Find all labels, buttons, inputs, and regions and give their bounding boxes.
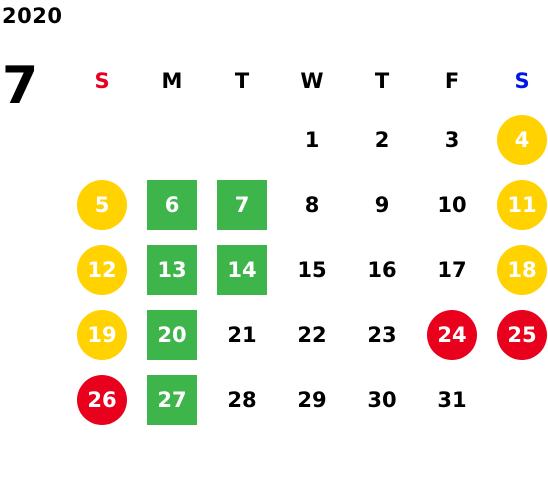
day-13[interactable]: 13 bbox=[147, 244, 197, 295]
day-cell: 13 bbox=[137, 237, 207, 302]
day-cell: 6 bbox=[137, 172, 207, 237]
day-cell: 15 bbox=[277, 237, 347, 302]
empty-cell bbox=[137, 107, 207, 172]
day-10[interactable]: 10 bbox=[437, 192, 467, 217]
weekday-header: T bbox=[374, 69, 390, 93]
day-cell: 17 bbox=[417, 237, 487, 302]
day-cell: 14 bbox=[207, 237, 277, 302]
day-4[interactable]: 4 bbox=[497, 114, 547, 165]
day-cell: 12 bbox=[67, 237, 137, 302]
day-cell: 31 bbox=[417, 367, 487, 432]
day-19[interactable]: 19 bbox=[77, 309, 127, 360]
day-7[interactable]: 7 bbox=[217, 179, 267, 230]
day-cell: 19 bbox=[67, 302, 137, 367]
weekday-header: S bbox=[94, 69, 110, 93]
day-2[interactable]: 2 bbox=[374, 127, 390, 152]
day-cell: 3 bbox=[417, 107, 487, 172]
day-cell: 22 bbox=[277, 302, 347, 367]
day-cell: 28 bbox=[207, 367, 277, 432]
day-17[interactable]: 17 bbox=[437, 257, 467, 282]
weekday-header: M bbox=[161, 69, 183, 93]
day-18[interactable]: 18 bbox=[497, 244, 547, 295]
weekday-header: T bbox=[234, 69, 250, 93]
day-cell: 21 bbox=[207, 302, 277, 367]
day-cell: 7 bbox=[207, 172, 277, 237]
day-29[interactable]: 29 bbox=[297, 387, 327, 412]
day-1[interactable]: 1 bbox=[304, 127, 320, 152]
day-22[interactable]: 22 bbox=[297, 322, 327, 347]
day-5[interactable]: 5 bbox=[77, 179, 127, 230]
day-9[interactable]: 9 bbox=[374, 192, 390, 217]
day-cell: 11 bbox=[487, 172, 548, 237]
weekday-header: S bbox=[514, 69, 530, 93]
day-cell: 16 bbox=[347, 237, 417, 302]
day-cell: 20 bbox=[137, 302, 207, 367]
day-cell: 26 bbox=[67, 367, 137, 432]
day-27[interactable]: 27 bbox=[147, 374, 197, 425]
day-26[interactable]: 26 bbox=[77, 374, 127, 425]
day-3[interactable]: 3 bbox=[444, 127, 460, 152]
weekday-header: F bbox=[444, 69, 460, 93]
day-cell: 18 bbox=[487, 237, 548, 302]
day-cell: 27 bbox=[137, 367, 207, 432]
day-cell: 10 bbox=[417, 172, 487, 237]
weekday-header: W bbox=[300, 69, 324, 93]
day-23[interactable]: 23 bbox=[367, 322, 397, 347]
day-cell: 8 bbox=[277, 172, 347, 237]
day-6[interactable]: 6 bbox=[147, 179, 197, 230]
day-cell: 29 bbox=[277, 367, 347, 432]
calendar-month: 7 bbox=[2, 56, 39, 116]
day-8[interactable]: 8 bbox=[304, 192, 320, 217]
day-cell: 5 bbox=[67, 172, 137, 237]
day-20[interactable]: 20 bbox=[147, 309, 197, 360]
day-cell: 23 bbox=[347, 302, 417, 367]
day-cell: 4 bbox=[487, 107, 548, 172]
day-25[interactable]: 25 bbox=[497, 309, 547, 360]
day-28[interactable]: 28 bbox=[227, 387, 257, 412]
day-24[interactable]: 24 bbox=[427, 309, 477, 360]
empty-cell bbox=[67, 107, 137, 172]
day-cell: 24 bbox=[417, 302, 487, 367]
calendar-year: 2020 bbox=[2, 4, 63, 28]
day-30[interactable]: 30 bbox=[367, 387, 397, 412]
day-21[interactable]: 21 bbox=[227, 322, 257, 347]
day-cell: 30 bbox=[347, 367, 417, 432]
day-12[interactable]: 12 bbox=[77, 244, 127, 295]
day-cell: 2 bbox=[347, 107, 417, 172]
day-cell: 9 bbox=[347, 172, 417, 237]
day-14[interactable]: 14 bbox=[217, 244, 267, 295]
empty-cell bbox=[207, 107, 277, 172]
day-11[interactable]: 11 bbox=[497, 179, 547, 230]
day-15[interactable]: 15 bbox=[297, 257, 327, 282]
day-cell: 1 bbox=[277, 107, 347, 172]
day-31[interactable]: 31 bbox=[437, 387, 467, 412]
day-cell: 25 bbox=[487, 302, 548, 367]
day-16[interactable]: 16 bbox=[367, 257, 397, 282]
